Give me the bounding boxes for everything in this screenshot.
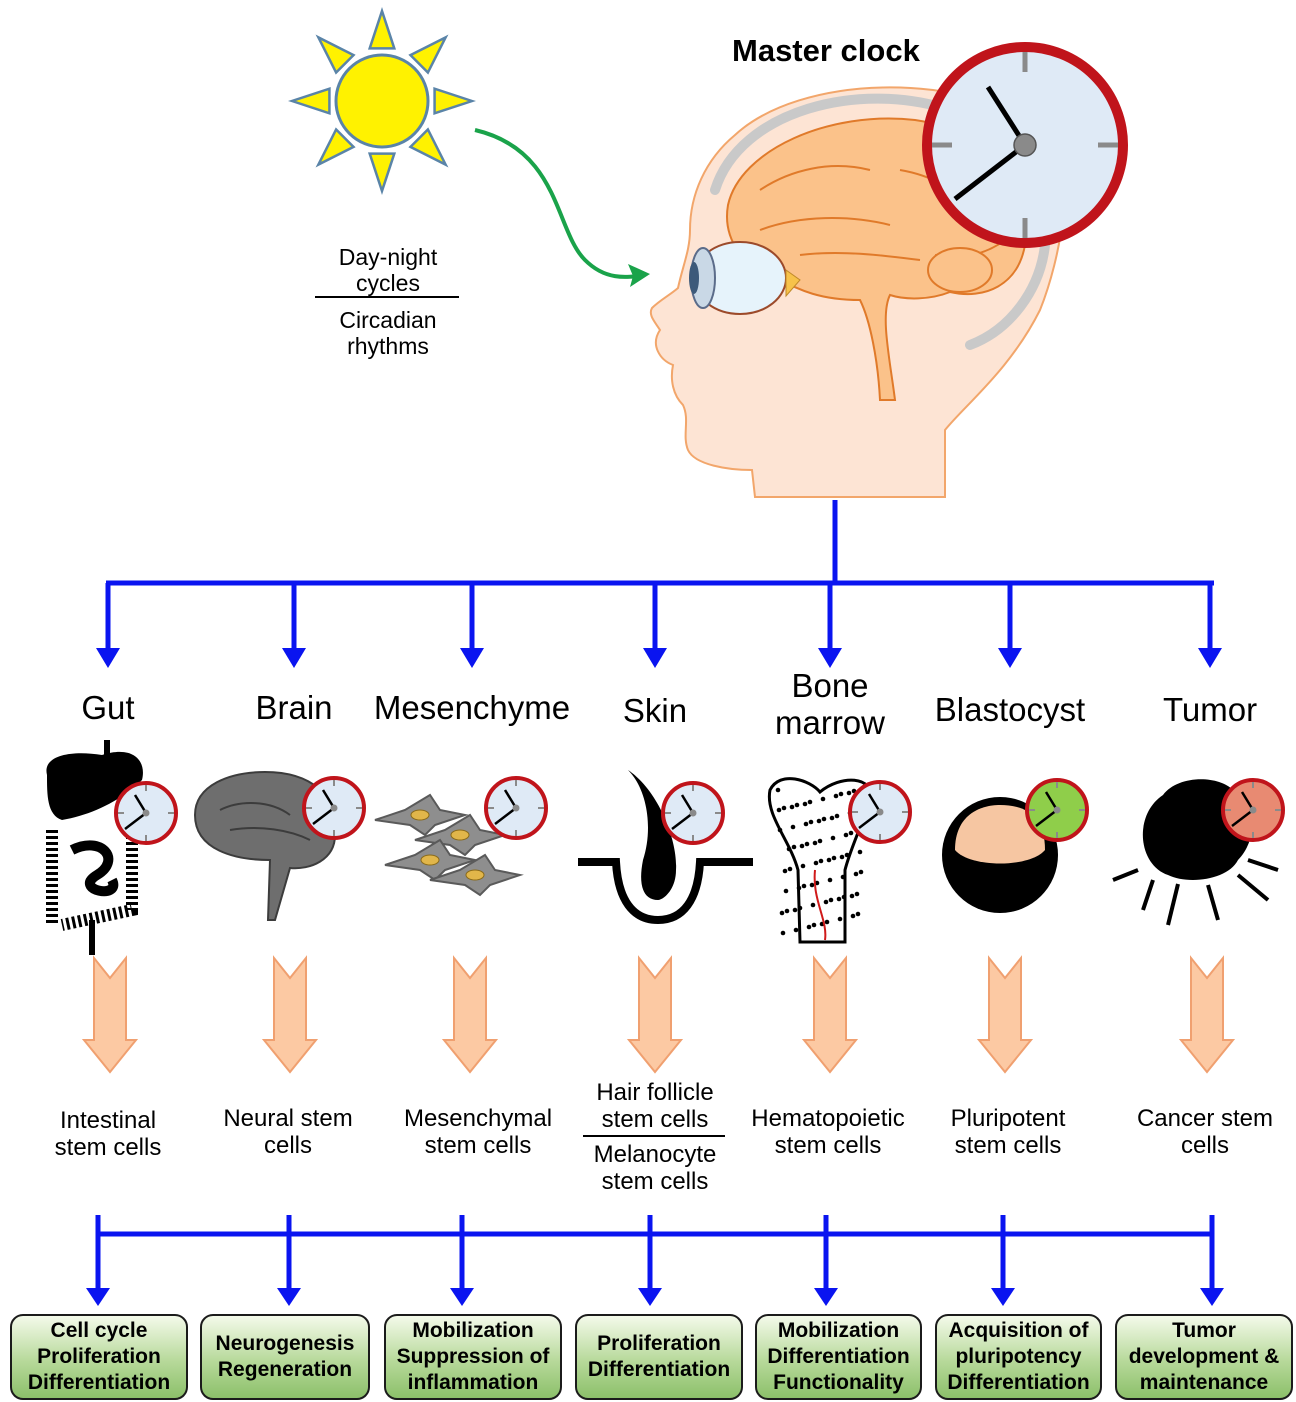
down-arrowhead	[818, 648, 842, 668]
organ-label: Blastocyst	[900, 692, 1120, 729]
light-input-arrow	[475, 130, 650, 287]
function-label: Cell cycle Proliferation Differentiation	[28, 1318, 170, 1395]
function-connector-tree	[86, 1215, 1224, 1306]
gut-icon	[46, 740, 142, 955]
stem-cell-label: Cancer stem cells	[1110, 1106, 1296, 1160]
clock-icon	[663, 783, 723, 843]
hair-follicle-icon	[578, 770, 753, 920]
down-arrowhead	[460, 648, 484, 668]
function-box: Cell cycle Proliferation Differentiation	[10, 1314, 188, 1400]
function-label: Mobilization Suppression of inflammation	[397, 1318, 550, 1395]
stem-cell-label: Pluripotent stem cells	[913, 1106, 1103, 1160]
stage-arrow	[84, 958, 136, 1072]
organ-connector-tree	[96, 500, 1222, 668]
down-arrowhead	[277, 1288, 301, 1306]
function-box: Neurogenesis Regeneration	[200, 1314, 370, 1400]
stem-cell-label: Melanocyte stem cells	[560, 1142, 750, 1196]
down-arrowhead	[1198, 648, 1222, 668]
function-label: Tumor development & maintenance	[1129, 1318, 1280, 1395]
stem-cell-label: Neural stem cells	[193, 1106, 383, 1160]
master-clock-icon	[927, 47, 1123, 243]
function-box: Mobilization Suppression of inflammation	[384, 1314, 562, 1400]
function-box: Tumor development & maintenance	[1115, 1314, 1293, 1400]
down-arrowhead	[86, 1288, 110, 1306]
clock-icon	[304, 778, 364, 838]
master-clock-label: Master clock	[732, 34, 920, 69]
down-arrowhead	[282, 648, 306, 668]
down-arrowhead	[638, 1288, 662, 1306]
day-night-cycles-label: Day-night cycles	[298, 245, 478, 297]
down-arrowhead	[450, 1288, 474, 1306]
stage-arrow	[629, 958, 681, 1072]
function-box: Mobilization Differentiation Functionali…	[755, 1314, 922, 1400]
clock-icon	[486, 778, 546, 838]
down-arrowhead	[814, 1288, 838, 1306]
stem-cell-label: Hematopoietic stem cells	[733, 1106, 923, 1160]
function-label: Proliferation Differentiation	[588, 1331, 730, 1383]
down-arrowhead	[643, 648, 667, 668]
clock-icon	[1027, 780, 1087, 840]
clock-icon	[116, 783, 176, 843]
stage-arrow	[804, 958, 856, 1072]
function-box: Acquisition of pluripotency Differentiat…	[935, 1314, 1102, 1400]
sun-icon	[292, 11, 472, 191]
down-arrowhead	[998, 648, 1022, 668]
organ-label: Tumor	[1100, 692, 1296, 729]
stem-cell-label: Hair follicle stem cells	[560, 1080, 750, 1134]
stem-cell-divider	[583, 1135, 725, 1137]
stage-arrow	[264, 958, 316, 1072]
clock-icon	[850, 782, 910, 842]
stage-arrow	[1181, 958, 1233, 1072]
clock-icon	[1223, 780, 1283, 840]
function-box: Proliferation Differentiation	[575, 1314, 743, 1400]
circadian-rhythms-label: Circadian rhythms	[298, 308, 478, 360]
function-label: Neurogenesis Regeneration	[216, 1331, 355, 1383]
down-arrowhead	[96, 648, 120, 668]
down-arrowhead	[991, 1288, 1015, 1306]
stage-arrow	[979, 958, 1031, 1072]
down-arrowhead	[1200, 1288, 1224, 1306]
function-label: Mobilization Differentiation Functionali…	[767, 1318, 909, 1395]
stage-arrow	[444, 958, 496, 1072]
stem-cell-label: Mesenchymal stem cells	[383, 1106, 573, 1160]
stem-cell-label: Intestinal stem cells	[13, 1108, 203, 1162]
function-label: Acquisition of pluripotency Differentiat…	[947, 1318, 1089, 1395]
